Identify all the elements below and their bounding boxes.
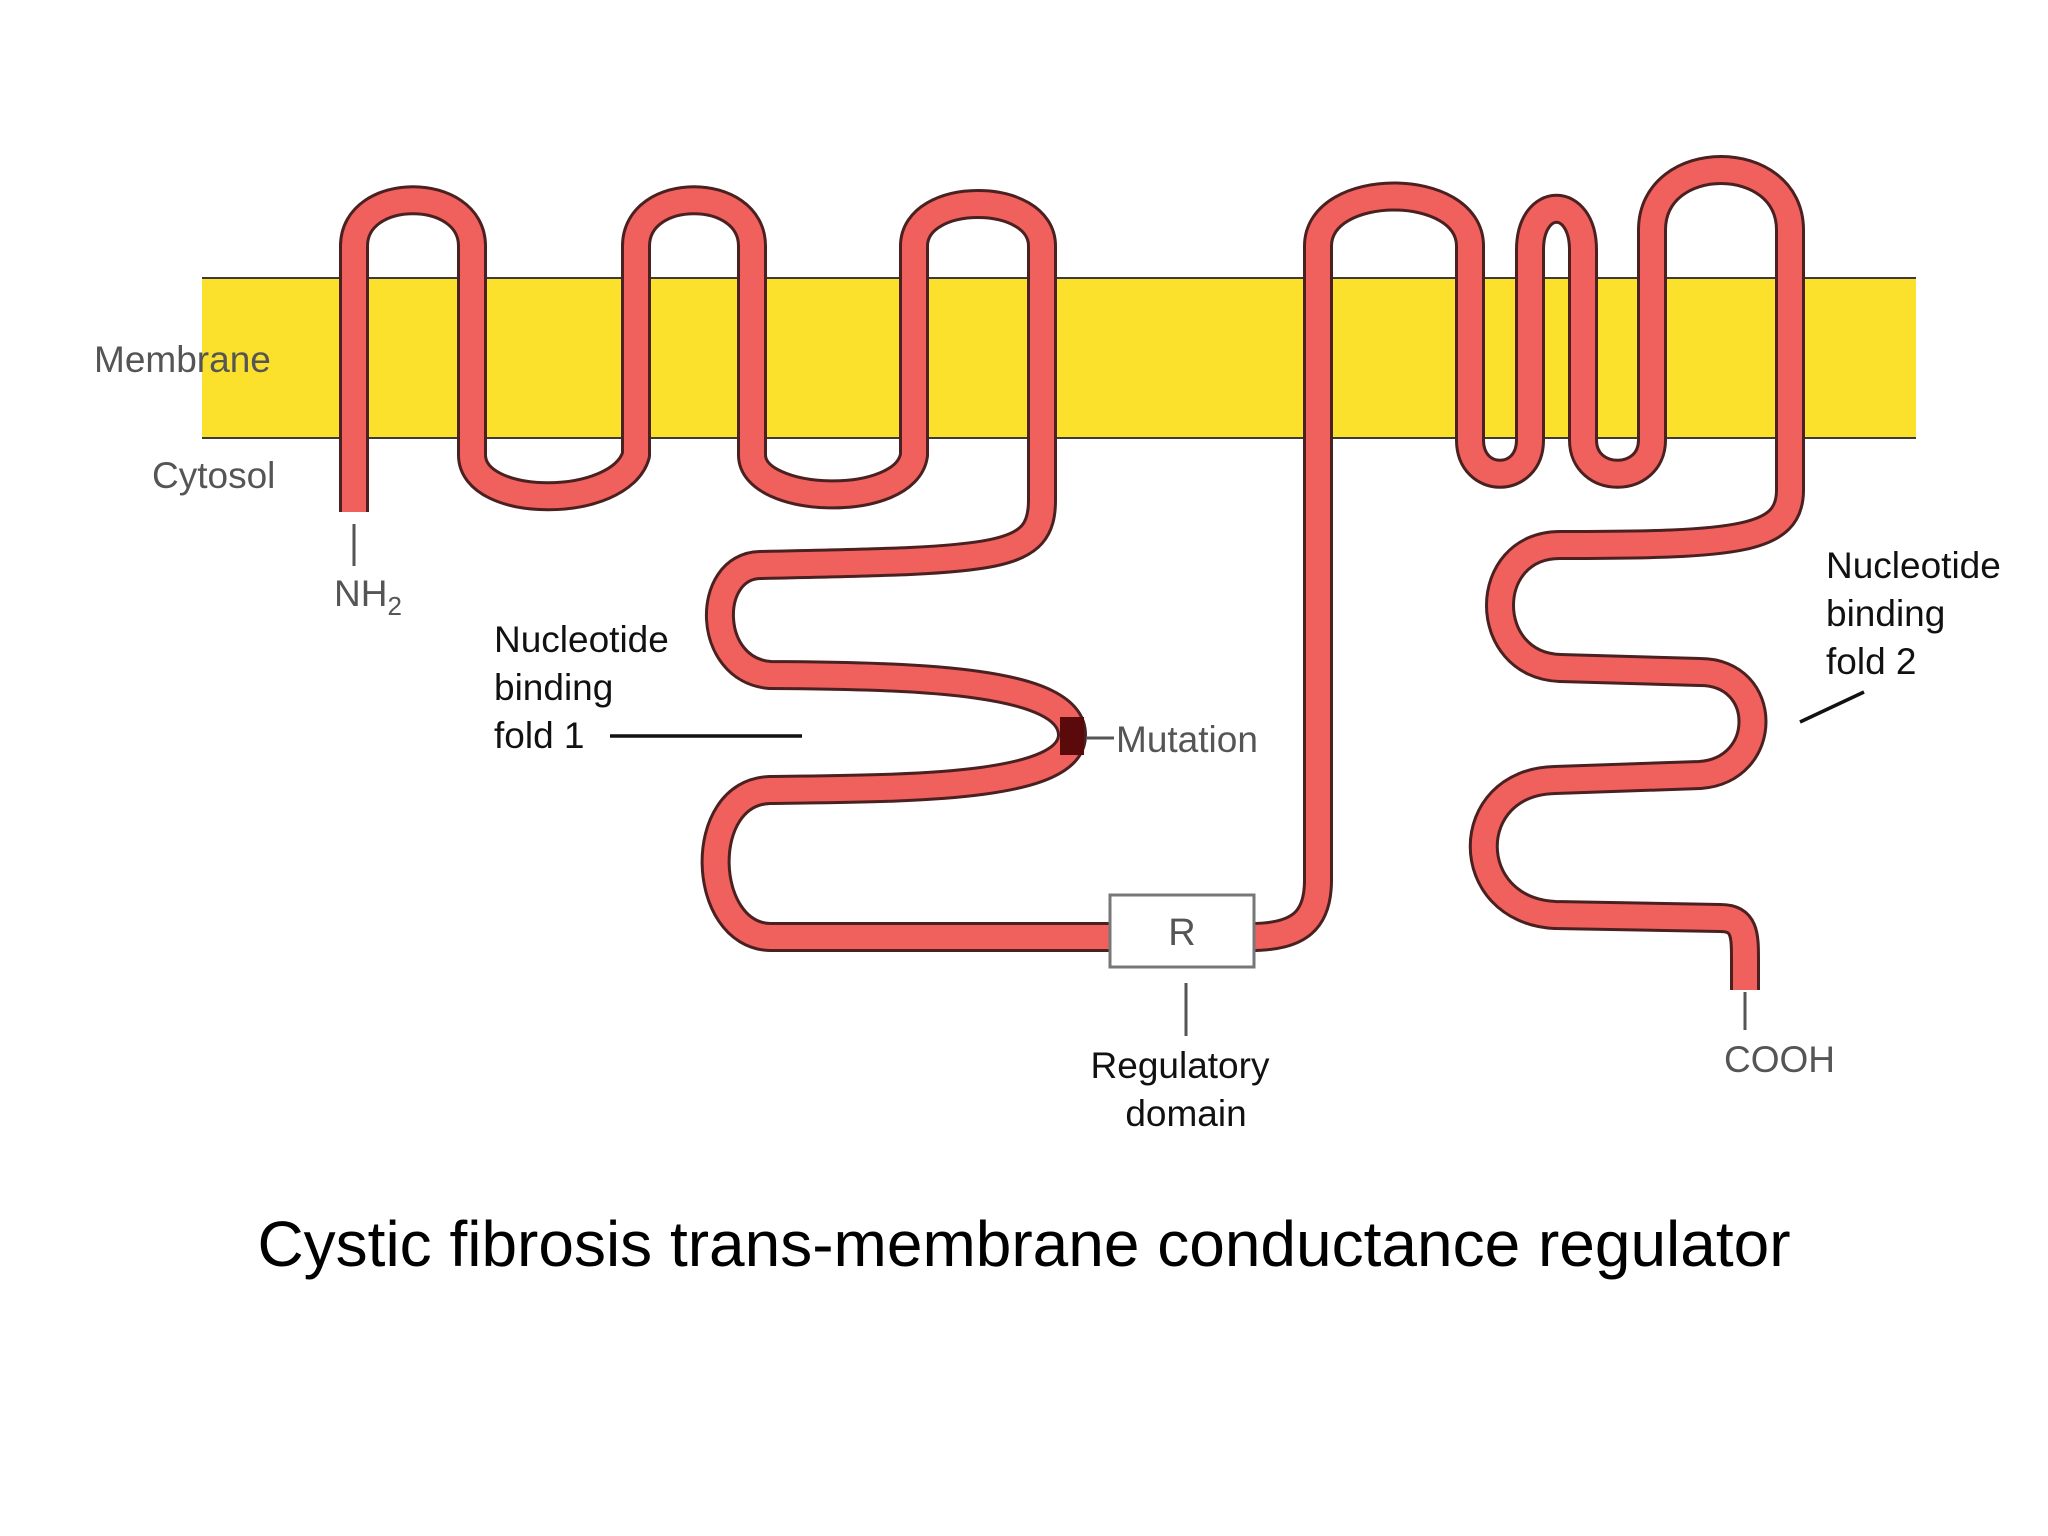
figure-title: Cystic fibrosis trans-membrane conductan… — [257, 1208, 1790, 1280]
protein-strand — [339, 155, 1805, 990]
mutation-marker — [1060, 717, 1084, 755]
nbf1-label-line1: Nucleotide — [494, 619, 669, 660]
membrane-label: Membrane — [94, 339, 271, 380]
nbf2-label-line2: binding — [1826, 593, 1945, 634]
regulatory-box — [1108, 893, 1256, 969]
nbf1-label-line3: fold 1 — [494, 715, 585, 756]
mutation-label: Mutation — [1116, 719, 1258, 760]
nbf2-leader — [1799, 690, 1865, 724]
nbf2-label-line1: Nucleotide — [1826, 545, 2001, 586]
regulatory-domain-line1: Regulatory — [1091, 1045, 1270, 1086]
cooh-label: COOH — [1724, 1039, 1835, 1080]
nbf1-label-line2: binding — [494, 667, 613, 708]
regulatory-box-label: R — [1168, 912, 1195, 954]
membrane-band — [202, 278, 1916, 438]
nh2-main: NH — [334, 573, 387, 614]
nh2-label: NH2 — [334, 573, 402, 621]
cytosol-label: Cytosol — [152, 455, 275, 496]
nbf2-label-line3: fold 2 — [1826, 641, 1917, 682]
regulatory-domain-line2: domain — [1125, 1093, 1246, 1134]
nh2-subscript: 2 — [387, 591, 401, 621]
